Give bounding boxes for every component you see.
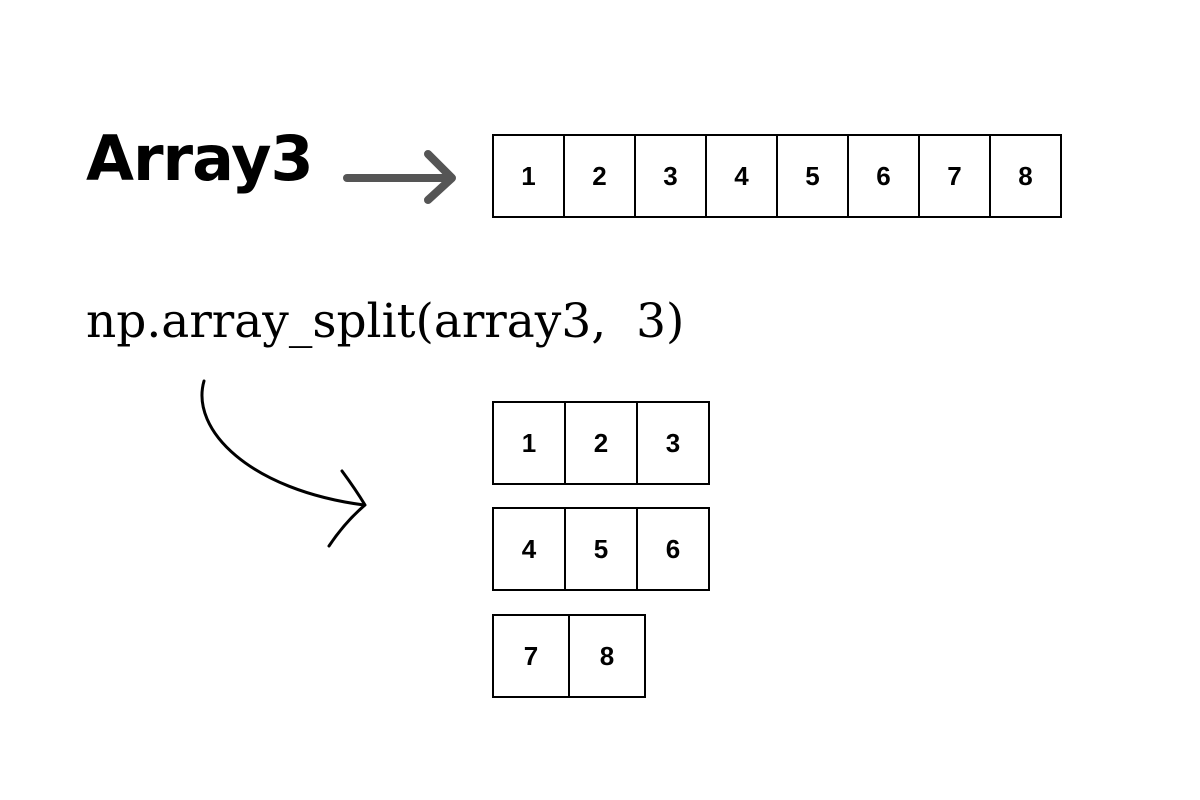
array-cell: 2 (566, 401, 638, 485)
array-title: Array3 (86, 122, 314, 195)
array-cell: 5 (566, 507, 638, 591)
array-cell: 8 (991, 134, 1062, 218)
array-cell: 6 (638, 507, 710, 591)
array-cell: 2 (565, 134, 636, 218)
source-array: 1 2 3 4 5 6 7 8 (492, 134, 1062, 218)
array-cell: 1 (494, 134, 565, 218)
curved-arrow-icon (200, 379, 367, 548)
code-expression: np.array_split(array3, 3) (86, 294, 685, 349)
array-cell: 3 (638, 401, 710, 485)
array-cell: 3 (636, 134, 707, 218)
array-cell: 4 (494, 507, 566, 591)
array-cell: 6 (849, 134, 920, 218)
array-cell: 4 (707, 134, 778, 218)
split-group-1: 1 2 3 (492, 401, 710, 485)
array-cell: 1 (494, 401, 566, 485)
split-group-3: 7 8 (492, 614, 646, 698)
split-group-2: 4 5 6 (492, 507, 710, 591)
array-cell: 8 (570, 614, 646, 698)
array-cell: 7 (920, 134, 991, 218)
array-cell: 5 (778, 134, 849, 218)
array-cell: 7 (494, 614, 570, 698)
arrow-right-icon (343, 150, 456, 204)
